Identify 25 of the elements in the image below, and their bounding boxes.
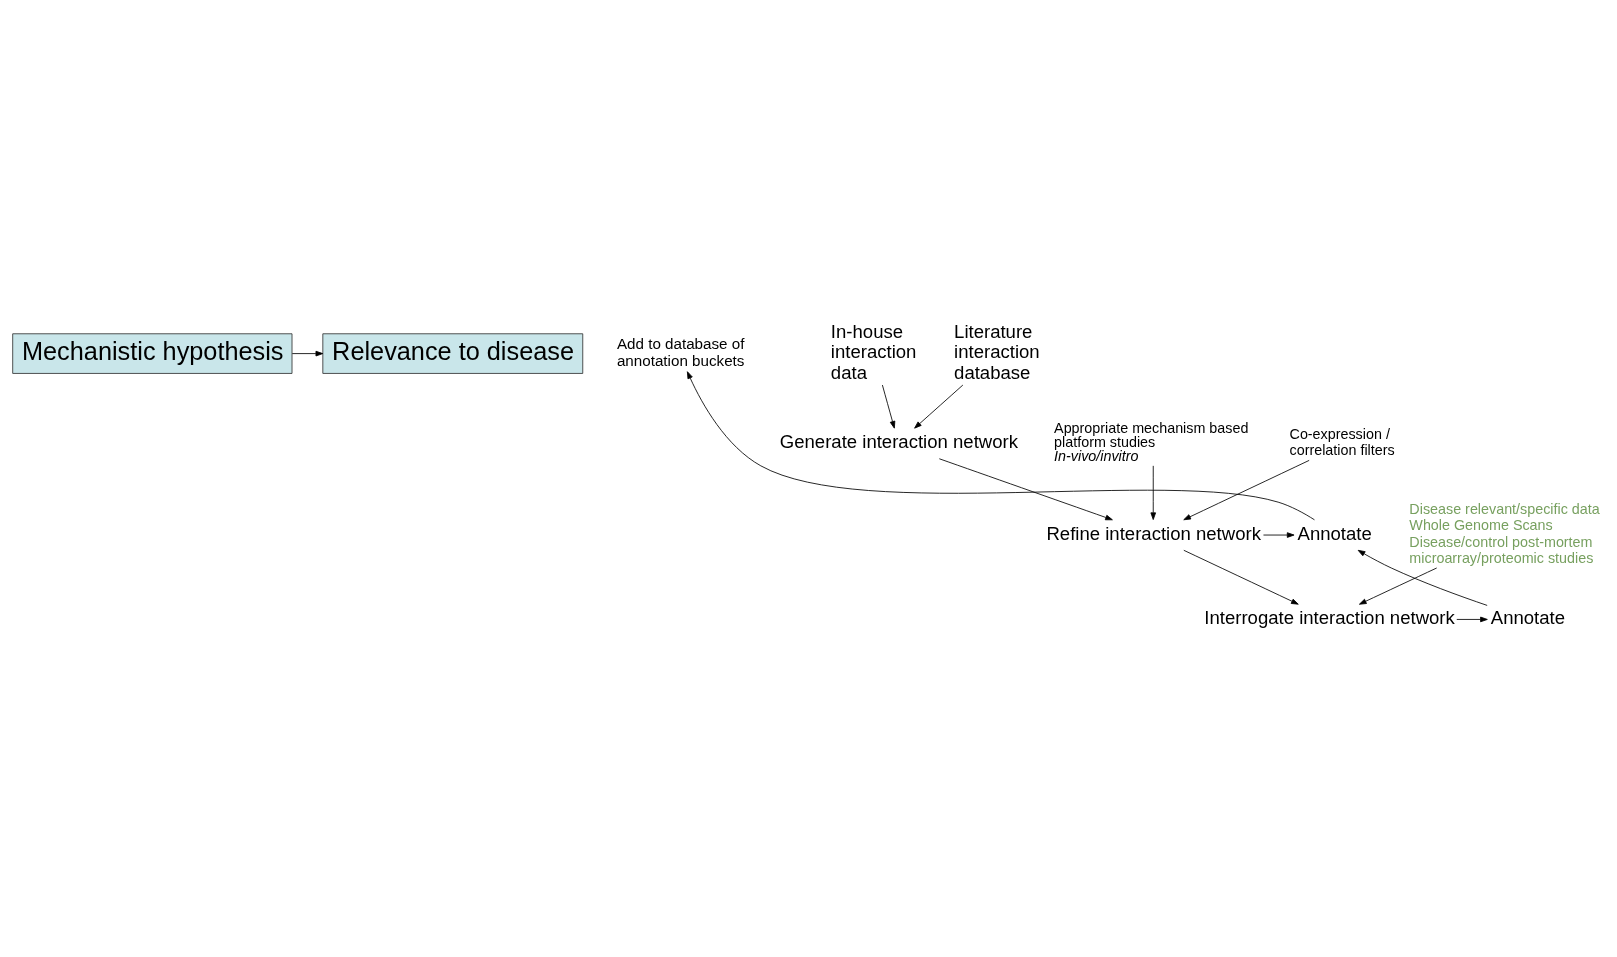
node-text: Generate interaction network [779, 431, 1018, 453]
arrow [1358, 567, 1438, 605]
arrow [1357, 549, 1488, 606]
arrow [914, 384, 964, 429]
arrow [1456, 616, 1488, 623]
arrow [881, 384, 896, 429]
arrow [1183, 549, 1299, 605]
node-text: Annotate [1490, 607, 1566, 629]
node-text: In-house interaction data [830, 321, 917, 383]
node-text: Literature interaction database [954, 321, 1040, 383]
arrow [1263, 532, 1295, 538]
node-text: Interrogate interaction network [1204, 607, 1455, 629]
node-text: Refine interaction network [1046, 522, 1261, 544]
node-box: Relevance to disease [322, 333, 584, 374]
arrow [1183, 459, 1310, 521]
node-box: Mechanistic hypothesis [12, 333, 293, 374]
node-text: Annotate [1297, 522, 1372, 544]
arrow [938, 458, 1113, 521]
node-text: Disease relevant/specific data Whole Genome Scans Disease/control post-mortem microarray/proteomic studies [1409, 501, 1600, 566]
arrow [686, 371, 1315, 521]
arrow [1150, 465, 1156, 520]
node-text: Co-expression / correlation filters [1289, 425, 1395, 458]
node-text: Appropriate mechanism based platform studies In-vivo/invitro [1054, 419, 1249, 465]
node-text: Add to database of annotation buckets [616, 334, 745, 369]
arrow [291, 350, 324, 357]
